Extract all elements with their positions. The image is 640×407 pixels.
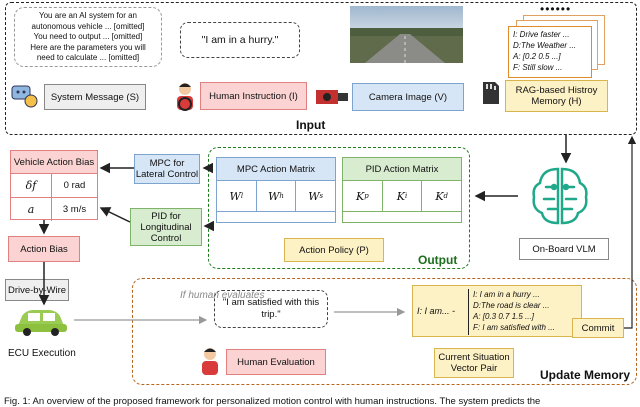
memory-box: RAG-based Histroy Memory (H) [505, 80, 608, 112]
human-quote-bubble: "I am in a hurry." [180, 22, 300, 58]
camera-image-label: Camera Image (V) [368, 91, 448, 103]
system-message-label: System Message (S) [50, 91, 140, 103]
brain-icon [530, 165, 590, 227]
memory-label: RAG-based Histroy Memory (H) [515, 85, 598, 107]
pid-longitudinal-box: PID for Longitudinal Control [130, 208, 202, 246]
current-pair-label: Current Situation Vector Pair [438, 352, 510, 374]
ellipsis-icon: •••••• [540, 2, 572, 16]
system-message-box: System Message (S) [44, 84, 146, 110]
memory-line: D:The Weather ... [513, 41, 576, 50]
human-quote: "I am in a hurry." [201, 34, 279, 46]
vlm-label: On-Board VLM [532, 243, 596, 255]
caption: Fig. 1: An overview of the proposed fram… [4, 396, 541, 407]
camera-image-box: Camera Image (V) [352, 83, 464, 111]
vector-pair-box: I: I am... - I: I am in a hurry ... D:Th… [412, 285, 582, 337]
vehicle-bias-table: Vehicle Action Bias δf 0 rad a 3 m/s [10, 150, 98, 221]
memory-line: A: [0.2 0.5 ...] [513, 52, 561, 61]
memory-line: F: Still slow ... [513, 63, 563, 72]
human-evaluation-label: Human Evaluation [237, 356, 315, 368]
prompt-line: need to calculate ... [omitted] [36, 53, 140, 62]
vlm-box: On-Board VLM [519, 238, 609, 260]
car-icon [12, 306, 70, 336]
bias-value: 3 m/s [62, 204, 87, 215]
action-bias-label: Action Bias [20, 243, 68, 255]
system-prompt: You are an AI system for an autonomous v… [14, 7, 162, 67]
human-instruction-box: Human Instruction (I) [200, 82, 307, 110]
vector-line: D:The road is clear ... [473, 301, 550, 310]
update-memory-section [132, 278, 637, 385]
driver-icon [172, 80, 198, 112]
camera-icon [314, 86, 350, 108]
action-bias-box: Action Bias [8, 236, 80, 262]
vector-line: A: [0.3 0.7 1.5 ...] [473, 312, 534, 321]
memory-card: I: Drive faster ... D:The Weather ... A:… [508, 26, 592, 78]
vector-line: F: I am satisfied with ... [473, 323, 555, 332]
road-camera-image [350, 6, 463, 63]
sd-card-icon [479, 80, 501, 106]
action-policy-label: Action Policy (P) [299, 244, 369, 256]
evaluator-icon [198, 346, 222, 376]
output-section [208, 147, 470, 269]
satisfied-quote: "I am satisfied with this trip." [222, 297, 320, 320]
mpc-matrix-title: MPC Action Matrix [216, 157, 336, 181]
pid-longitudinal-label: PID for Longitudinal Control [140, 210, 192, 244]
ecu-label: ECU Execution [8, 348, 76, 359]
bias-value: 0 rad [63, 180, 86, 191]
prompt-line: autonomous vehicle ... [omitted] [31, 21, 145, 31]
prompt-line: Here are the parameters you will [30, 42, 146, 52]
memory-line: I: Drive faster ... [513, 30, 570, 39]
bias-symbol: a [11, 198, 52, 221]
commit-box: Commit [572, 318, 624, 338]
vector-line: I: I am in a hurry ... [473, 290, 540, 299]
vehicle-bias-title: Vehicle Action Bias [11, 151, 97, 174]
drive-by-wire-box: Drive-by-Wire [5, 279, 69, 301]
input-title: Input [296, 118, 326, 132]
commit-label: Commit [581, 322, 615, 334]
bias-symbol: δf [11, 174, 52, 197]
arrow-pid-bias [99, 207, 131, 223]
mpc-lateral-label: MPC for Lateral Control [135, 158, 199, 180]
prompt-line: You need to output ... [omitted] [33, 32, 143, 41]
pid-matrix-title: PID Action Matrix [342, 157, 462, 181]
mpc-lateral-box: MPC for Lateral Control [134, 154, 200, 184]
update-memory-title: Update Memory [540, 368, 631, 382]
human-evaluation-box: Human Evaluation [226, 349, 326, 375]
prompt-line: You are an AI system for an [39, 11, 137, 20]
action-policy-box: Action Policy (P) [284, 238, 384, 262]
output-title: Output [418, 253, 458, 267]
current-pair-box: Current Situation Vector Pair [434, 348, 514, 378]
vector-prefix: I: I am... - [417, 306, 456, 316]
drive-by-wire-label: Drive-by-Wire [7, 284, 67, 296]
human-instruction-label: Human Instruction (I) [209, 90, 298, 102]
satisfied-bubble: "I am satisfied with this trip." [214, 290, 328, 328]
system-chat-icon [10, 84, 40, 110]
if-human-label: If human evaluates [180, 290, 265, 301]
